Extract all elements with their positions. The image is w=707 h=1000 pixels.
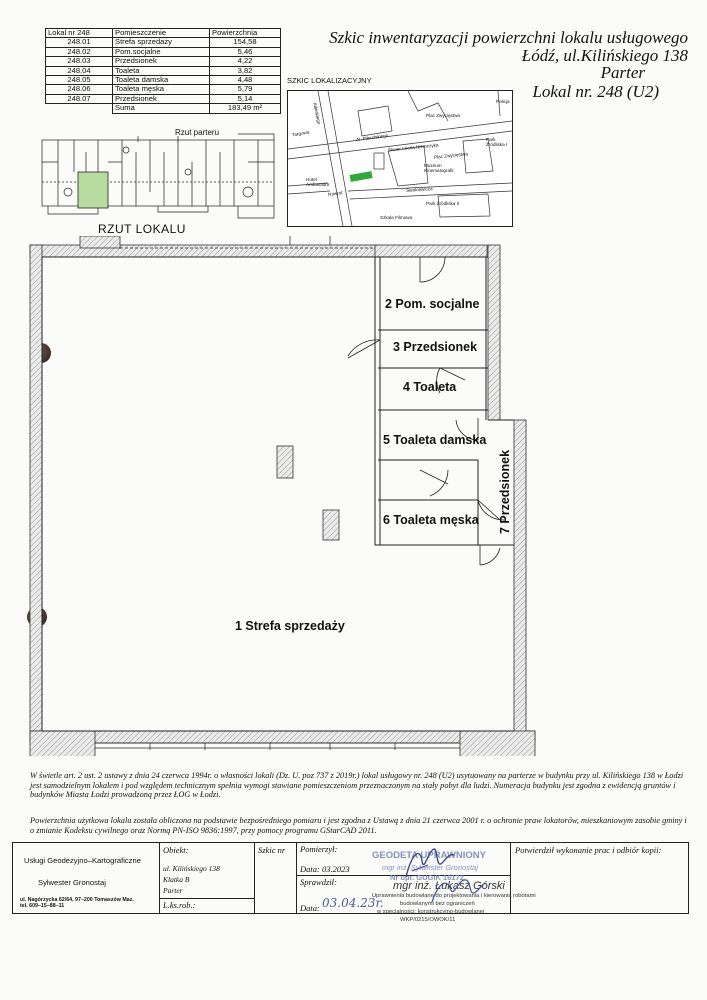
engineer-stamp-line3: w specjalności: konstrukcyjno-budowlanej — [377, 909, 485, 915]
map-label-plac-zwyciestwa: Plac Zwycięstwa — [426, 113, 460, 118]
row-area: 154,58 — [209, 37, 281, 48]
engineer-stamp-line2: budowlanymi bez ograniczeń — [400, 901, 475, 907]
company-phone: tel. 609–15–88–11 — [20, 903, 65, 909]
row-nr: 248.07 — [45, 93, 113, 105]
room-label-1: 1 Strefa sprzedaży — [235, 619, 345, 633]
map-label-szkola: Szkoła Filmowa — [380, 215, 413, 220]
title-block-checked-cell — [296, 875, 511, 914]
engineer-stamp-line4: WKP/0215/OWOK/11 — [400, 917, 456, 923]
potwierdzil-label: Potwierdził wykonanie prac i odbiór kopi… — [515, 845, 662, 855]
ground-floor-caption: Rzut parteru — [175, 128, 220, 137]
location-sketch-heading: SZKIC LOKALIZACYJNY — [287, 76, 372, 85]
row-name: Przedsionek — [112, 56, 210, 67]
room-label-2: 2 Pom. socjalne — [385, 297, 480, 311]
sum-value: 183,49 m² — [209, 103, 281, 114]
document-title: Szkic inwentaryzacji powierzchni lokalu … — [329, 28, 688, 47]
row-nr: 248.03 — [45, 56, 113, 67]
area-table: Lokal nr 248 Pomieszczenie Powierzchnia … — [45, 27, 281, 114]
document-address: Łódź, ul.Kilińskiego 138 — [521, 46, 688, 65]
row-area: 4,22 — [209, 56, 281, 67]
room-label-5: 5 Toaleta damska — [383, 433, 487, 447]
room-label-3: 3 Przedsionek — [393, 340, 478, 354]
pomierzyl-date: Data: 03.2023 — [300, 864, 350, 874]
ground-floor-plan — [41, 133, 275, 219]
company-address: ul. Nagórzycka 62/64, 97–200 Tomaszów Ma… — [20, 897, 134, 903]
sprawdzil-date-label: Data: — [300, 903, 320, 913]
sprawdzil-label: Sprawdził: — [300, 877, 337, 887]
legal-note-2: Powierzchnia użytkowa lokalu została obl… — [30, 816, 687, 835]
obiekt-label: Obiekt: — [163, 845, 189, 855]
szkic-nr-label: Szkic nr — [258, 845, 286, 855]
row-area: 5,79 — [209, 84, 281, 95]
map-label-muzeum: Muzeum Kinematografii — [424, 163, 454, 173]
legal-note-1: W świetle art. 2 ust. 2 ustawy z dnia 24… — [30, 771, 684, 800]
surveyor-stamp-name: mgr inż. Sylwester Gronostaj — [382, 863, 478, 872]
location-highlight — [349, 171, 373, 182]
obiekt-floor: Parter — [163, 886, 183, 895]
engineer-stamp-line1: Uprawnienia budowlane do projektowania i… — [372, 893, 536, 899]
map-label-park-zrodliska-2: Park Źródliska II — [426, 201, 460, 206]
obiekt-stairwell: Klatka B — [163, 875, 190, 884]
sum-label: Suma — [112, 103, 210, 114]
room-label-7: 7 Przedsionek — [498, 449, 513, 535]
unit-floor-plan — [29, 236, 536, 756]
obiekt-address: ul. Kilińskiego 138 — [163, 864, 220, 873]
plan-title: RZUT LOKALU — [98, 222, 186, 236]
pomierzyl-label: Pomierzył: — [300, 844, 338, 854]
row-name: Toaleta męska — [112, 84, 210, 95]
engineer-signature — [431, 879, 487, 903]
title-block-lksrob-divider — [159, 898, 255, 914]
room-label-6: 6 Toaleta męska — [383, 513, 479, 527]
sprawdzil-date-handwritten: 03.04.23r. — [322, 896, 384, 910]
lksrob-label: L.ks.rob.: — [163, 900, 196, 910]
row-nr: 248.01 — [45, 37, 113, 48]
document-unit: Lokal nr. 248 (U2) — [532, 82, 659, 101]
room-label-4: 4 Toaleta — [403, 380, 457, 394]
surveyor-signature — [405, 848, 455, 878]
location-sketch-map: Policja Plac Zwycięstwa Al. Piłsudskiego… — [287, 90, 513, 227]
row-nr: 248.06 — [45, 84, 113, 95]
map-label-park-zrodliska: Park Źródliska I — [486, 137, 508, 147]
unit-highlight — [77, 171, 109, 209]
company-name: Usługi Geodezyjno–Kartograficzne — [24, 856, 141, 865]
document-floor: Parter — [600, 63, 645, 82]
row-name: Strefa sprzedaży — [112, 37, 210, 48]
surveyor-stamp-nr: Nr upr. GUGiK 16172 — [390, 873, 464, 882]
company-owner: Sylwester Gronostaj — [38, 878, 106, 887]
map-label-policja: Policja — [496, 99, 510, 104]
map-label-hotel: Hotel Ambasador — [306, 177, 330, 187]
